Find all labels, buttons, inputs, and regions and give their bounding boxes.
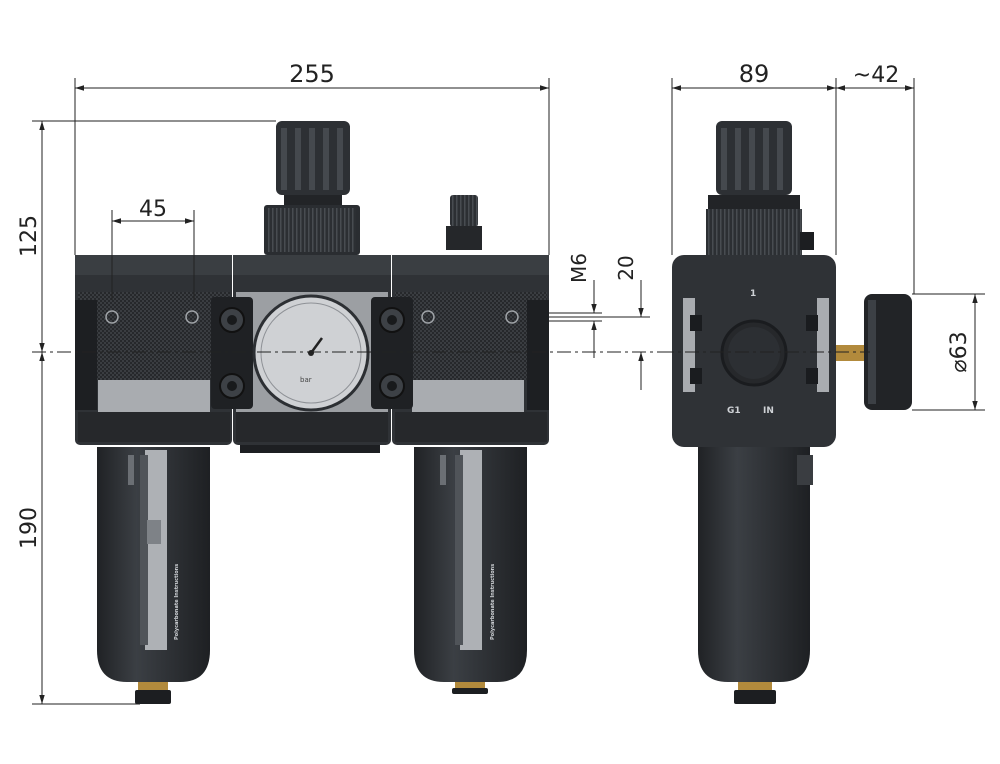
dim-side-depth: 89 xyxy=(739,60,770,88)
dimension-lines xyxy=(32,78,985,705)
side-bowl xyxy=(698,447,813,704)
dim-total-width: 255 xyxy=(289,60,335,88)
side-gauge xyxy=(836,294,912,410)
front-view: bar Polycarbonate Instructions Polycarbo… xyxy=(75,121,549,704)
filter-module xyxy=(75,255,232,445)
dim-thread: M6 xyxy=(567,253,591,283)
lubricator-bowl: Polycarbonate Instructions xyxy=(414,447,527,694)
port-number: 1 xyxy=(750,289,756,299)
port-label: IN xyxy=(763,406,774,416)
side-regulator-knob xyxy=(706,121,814,255)
bowl-text-right: Polycarbonate Instructions xyxy=(490,564,496,640)
lubricator-module xyxy=(392,255,549,445)
dim-gauge-diameter: ⌀63 xyxy=(947,331,972,372)
lubricator-cap xyxy=(446,195,482,250)
filter-bowl: Polycarbonate Instructions xyxy=(97,447,210,704)
left-connector xyxy=(211,297,253,409)
right-connector xyxy=(371,297,413,409)
dim-height-bottom: 190 xyxy=(17,507,42,549)
bowl-text-left: Polycarbonate Instructions xyxy=(174,564,180,640)
dim-gauge-projection: ~42 xyxy=(853,63,899,88)
gauge-unit-label: bar xyxy=(300,376,312,384)
dim-thread-offset: 20 xyxy=(614,255,638,280)
regulator-knob xyxy=(264,121,360,255)
side-view: 1 G1 IN xyxy=(672,121,912,704)
dimension-labels: 255 45 125 190 M6 20 89 ~42 ⌀63 xyxy=(17,60,972,549)
port-size: G1 xyxy=(727,406,741,416)
dim-pitch: 45 xyxy=(139,197,167,222)
pressure-gauge: bar xyxy=(252,294,370,412)
side-body: 1 G1 IN xyxy=(672,255,836,447)
dim-height-top: 125 xyxy=(17,215,42,257)
